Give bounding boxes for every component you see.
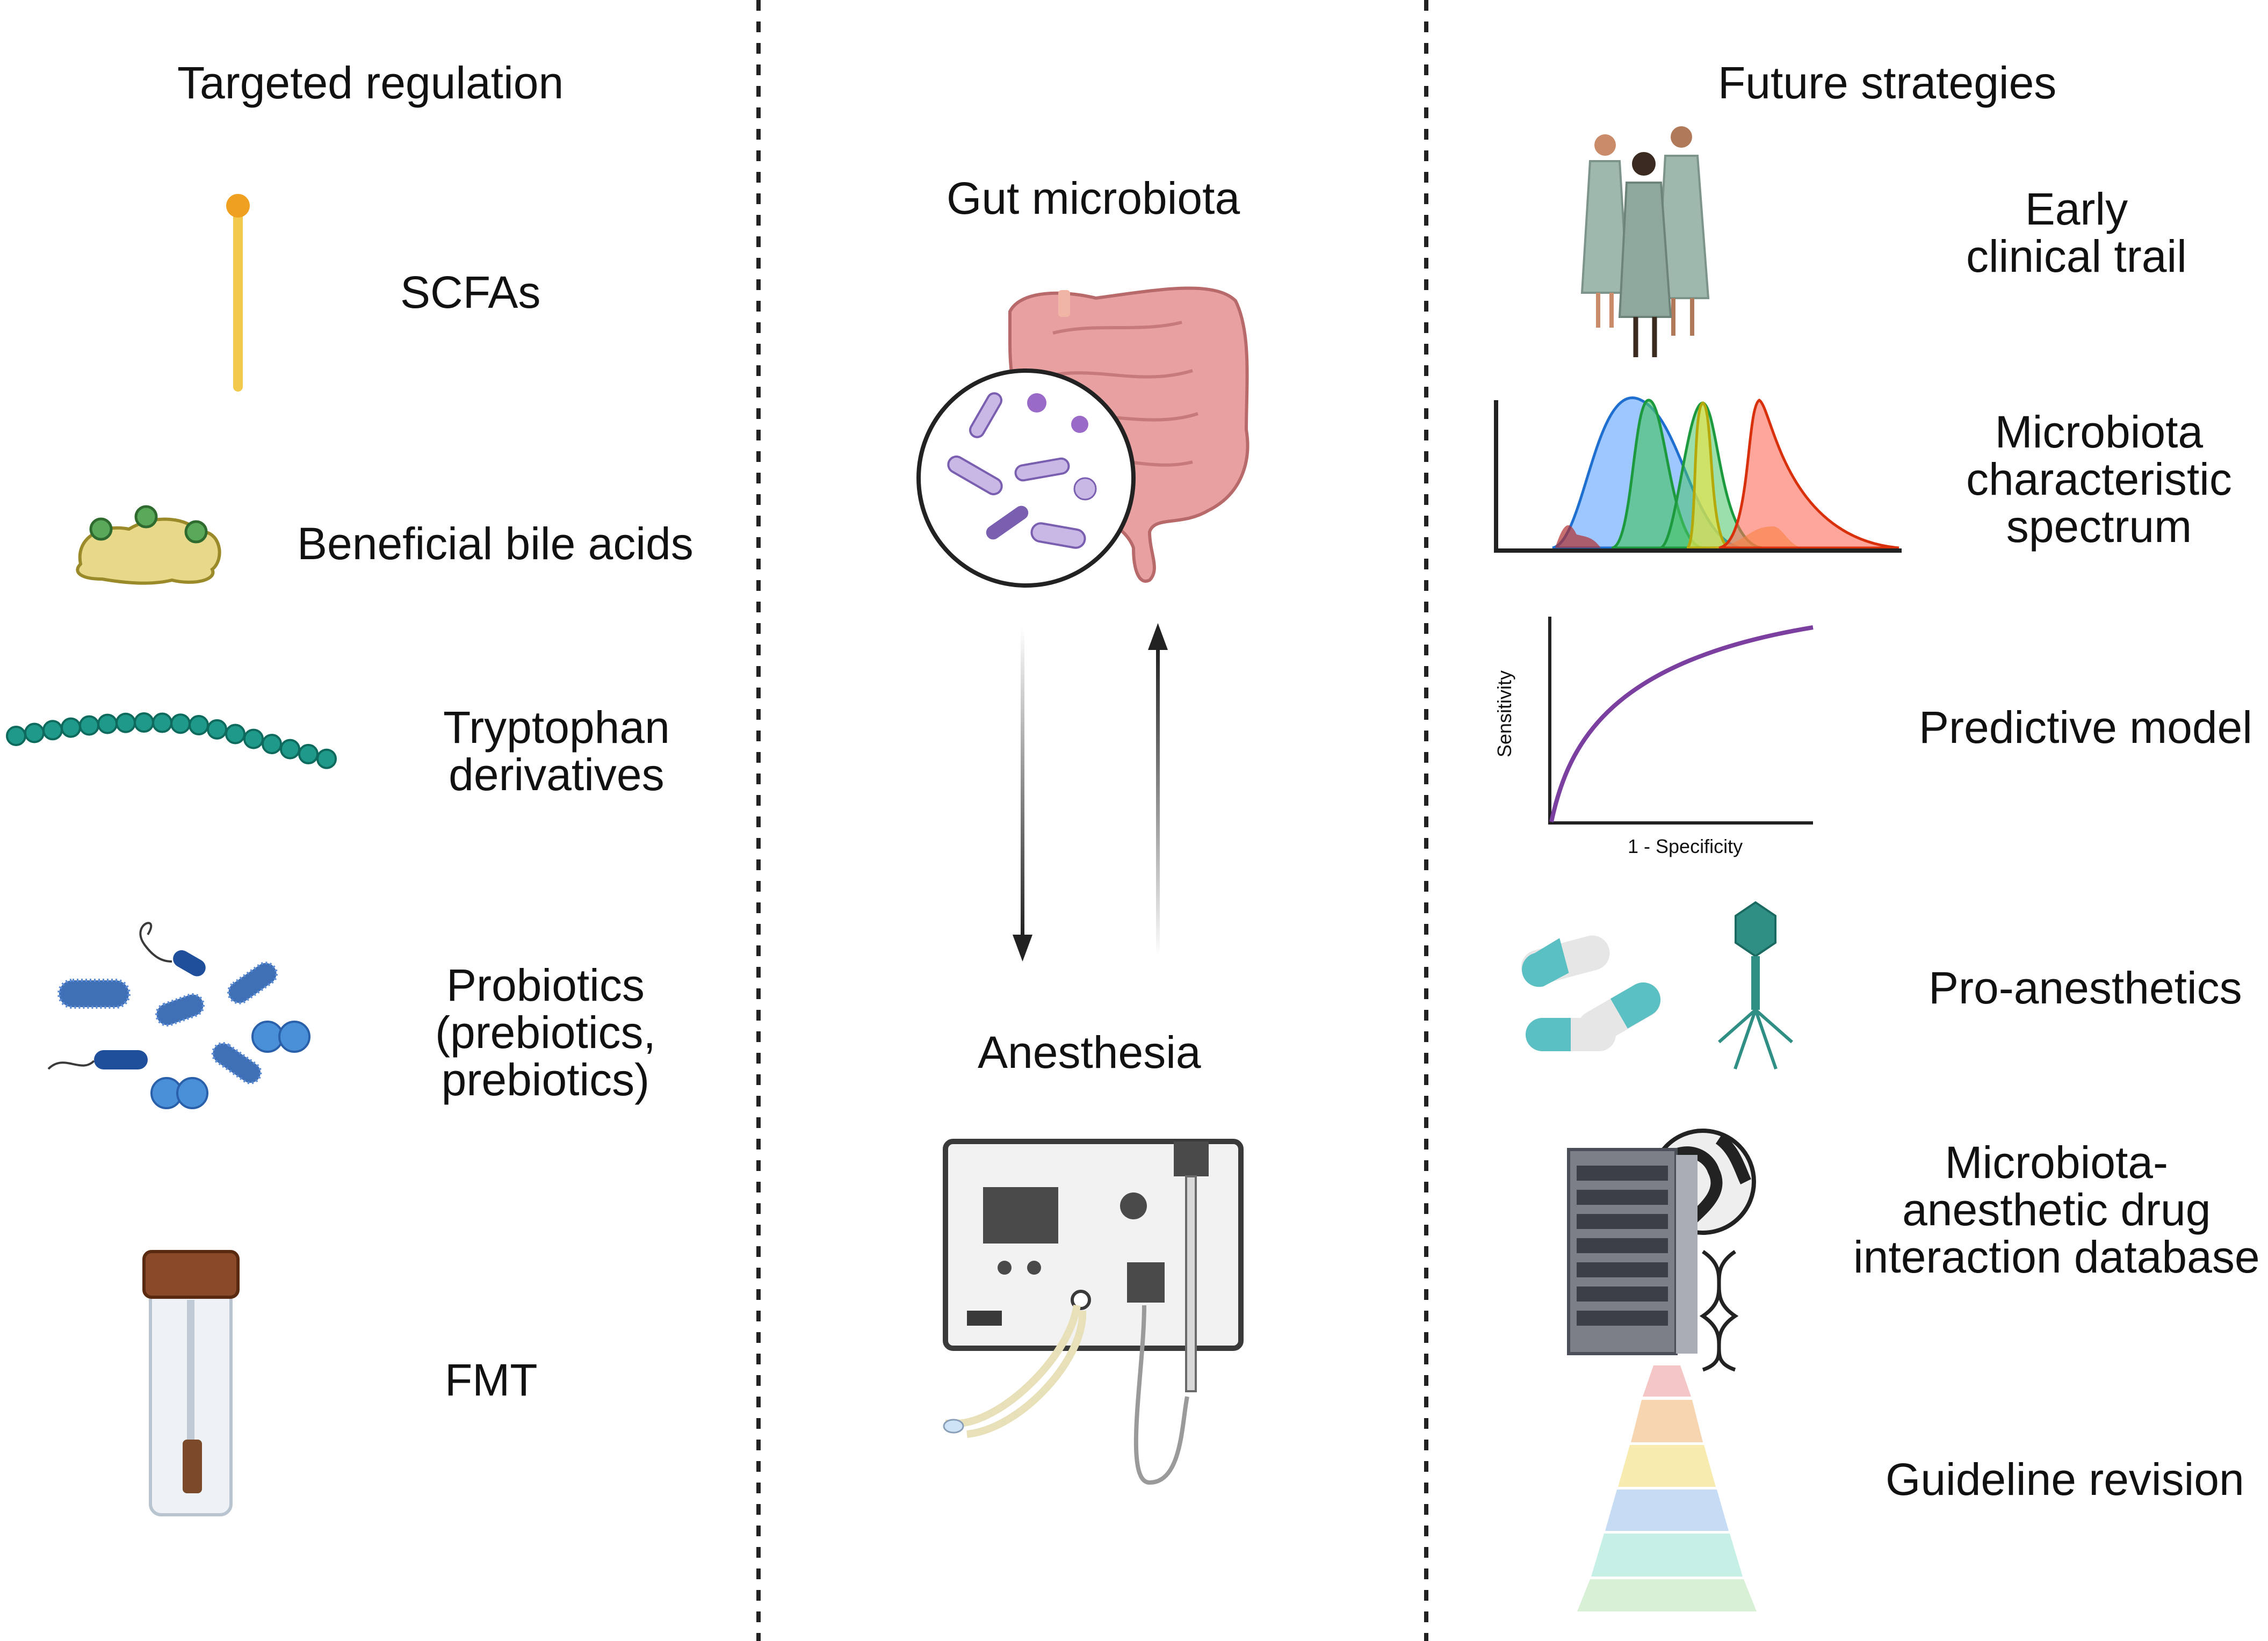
bead (189, 715, 209, 736)
tryptophan-line1: Tryptophan (443, 702, 670, 753)
server-slots (1577, 1166, 1668, 1326)
spectrum-icon (1494, 396, 1902, 553)
bacteria-icon (47, 922, 310, 1109)
microbe-magnifier-icon (916, 368, 1136, 588)
bead (42, 720, 63, 741)
bile-acid-icon (76, 505, 221, 585)
spectrum-line2: characteristic (1966, 454, 2232, 504)
tryptophan-label: Tryptophan derivatives (443, 704, 670, 798)
spectrum-line1: Microbiota (1995, 407, 2204, 457)
pyramid-icon (1577, 1365, 1757, 1611)
fmt-label: FMT (445, 1355, 538, 1405)
stool-tube-icon (142, 1250, 240, 1516)
roc-y-axis-label: Sensitivity (1493, 670, 1515, 757)
early-clinical-label: Early clinical trail (1966, 185, 2187, 280)
anesthesia-machine-icon (943, 1139, 1244, 1485)
bile-acids-label: Beneficial bile acids (297, 518, 694, 569)
roc-x-axis-label: 1 - Specificity (1628, 835, 1743, 857)
server-globe-icon (1567, 1129, 1756, 1372)
bead (115, 712, 136, 733)
down-arrow-icon (1013, 628, 1032, 962)
tryptophan-line2: derivatives (449, 749, 664, 800)
spectrum-line3: spectrum (2006, 501, 2192, 552)
early-clinical-line2: clinical trail (1966, 231, 2187, 281)
lipid-chain-icon (226, 194, 250, 392)
bead (280, 739, 300, 760)
capsule-phage-icon (1521, 901, 1793, 1069)
targeted-regulation-heading: Targeted regulation (177, 57, 564, 108)
predictive-model-label: Predictive model (1919, 702, 2252, 753)
bead (134, 712, 154, 733)
future-strategies-heading: Future strategies (1718, 57, 2057, 108)
probiotics-line1: Probiotics (446, 960, 645, 1010)
bead (170, 713, 191, 734)
bead (225, 724, 245, 744)
guideline-revision-label: Guideline revision (1886, 1454, 2244, 1505)
roc-curve-icon (1548, 617, 1814, 825)
database-label: Microbiota- anesthetic drug interaction … (1853, 1139, 2260, 1281)
bead (298, 743, 319, 764)
bead (97, 713, 118, 734)
bead (243, 728, 264, 749)
up-arrow-icon (1148, 623, 1168, 956)
database-line3: interaction database (1853, 1232, 2260, 1282)
spectrum-label: Microbiota characteristic spectrum (1966, 408, 2232, 550)
probiotics-line2: (prebiotics, (435, 1007, 656, 1058)
bead-chain-icon (6, 712, 337, 769)
bead (61, 717, 81, 738)
gut-microbiota-label: Gut microbiota (947, 173, 1240, 223)
database-line1: Microbiota- (1945, 1137, 2168, 1188)
early-clinical-line1: Early (2025, 184, 2128, 234)
scfas-label: SCFAs (400, 267, 541, 317)
bead (152, 712, 172, 733)
database-line2: anesthetic drug (1902, 1184, 2211, 1235)
bead (262, 734, 282, 755)
intestine-icon (1008, 286, 1249, 583)
bead (79, 715, 99, 736)
probiotics-label: Probiotics (prebiotics, prebiotics) (435, 962, 656, 1103)
bead (207, 719, 227, 740)
bead (24, 722, 45, 743)
bead (6, 726, 26, 746)
bead (316, 748, 337, 769)
pro-anesthetics-label: Pro-anesthetics (1928, 963, 2242, 1013)
anesthesia-label: Anesthesia (978, 1027, 1201, 1078)
patients-icon (1580, 126, 1710, 357)
probiotics-line3: prebiotics) (441, 1054, 650, 1105)
